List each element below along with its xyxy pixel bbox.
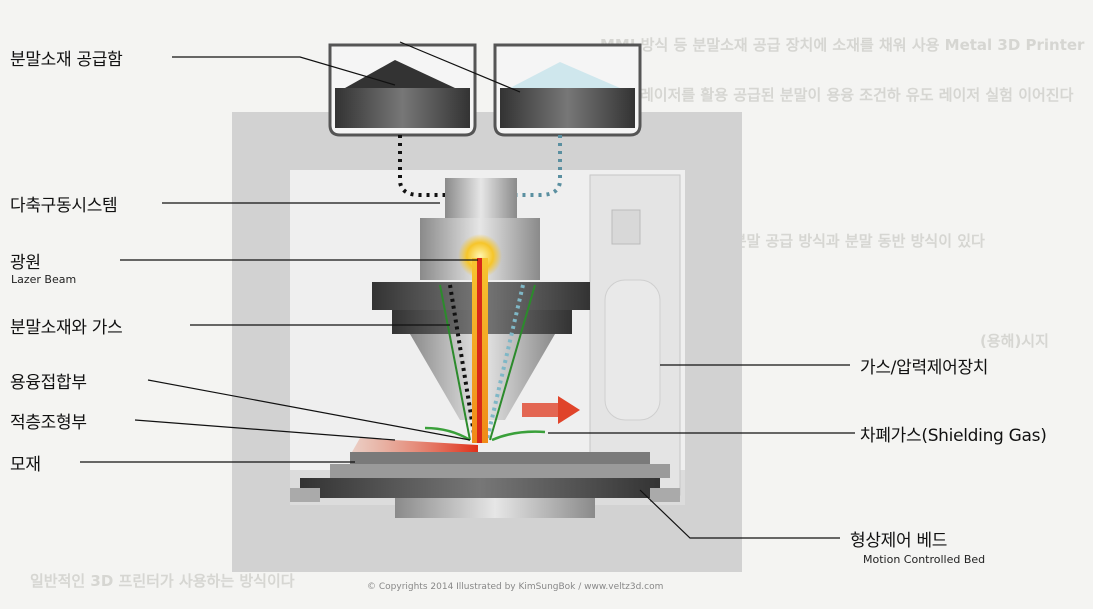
label-motion-bed: 형상제어 베드	[850, 531, 948, 551]
build-stack	[290, 438, 680, 518]
bleed-text-2: 레이저를 활용 공급된 분말이 용융 조건하 유도 레이저 실험 이어진다	[640, 86, 1074, 104]
gas-controller-cabinet	[589, 174, 681, 496]
label-gas-pressure-control: 가스/압력제어장치	[860, 358, 989, 378]
powder-feed-pipe-right	[510, 135, 562, 197]
laser-beam	[458, 234, 502, 443]
label-melt-pool: 용융접합부	[10, 373, 87, 393]
copyright-text: © Copyrights 2014 Illustrated by KimSung…	[367, 582, 664, 592]
powder-hopper-left	[328, 43, 477, 137]
travel-direction-arrow	[522, 396, 580, 424]
label-powder-supply-box: 분말소재 공급함	[10, 50, 123, 70]
powder-feed-pipe-left	[398, 135, 455, 197]
label-powder-and-gas: 분말소재와 가스	[10, 318, 123, 338]
bleed-text-4: (용해)시지	[980, 332, 1049, 350]
label-shielding-gas: 차폐가스(Shielding Gas)	[860, 426, 1047, 446]
label-motion-bed-en: Motion Controlled Bed	[863, 553, 986, 566]
label-deposition-zone: 적층조형부	[10, 413, 87, 433]
bleed-text-5: 일반적인 3D 프린터가 사용하는 방식이다	[30, 572, 295, 590]
label-multi-axis-system: 다축구동시스템	[10, 196, 118, 216]
label-light-source-en: Lazer Beam	[11, 273, 77, 286]
shielding-gas-flow-right	[491, 430, 546, 442]
powder-hopper-right	[493, 43, 642, 137]
bleed-text-1: MMJ 방식 등 분말소재 공급 장치에 소재를 채워 사용 Metal 3D …	[600, 36, 1085, 54]
label-substrate: 모재	[10, 455, 41, 475]
leader-lines	[80, 41, 855, 539]
label-light-source: 광원	[10, 253, 41, 273]
shielding-gas-flow-left	[424, 426, 471, 442]
